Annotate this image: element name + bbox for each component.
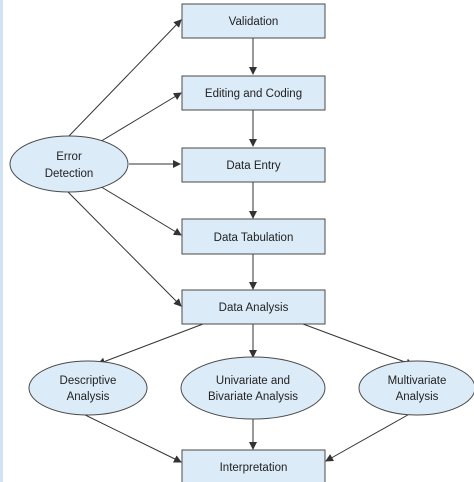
univariate-line1: Univariate and xyxy=(216,375,290,387)
data-analysis-box: Data Analysis xyxy=(181,289,326,325)
descriptive-line1: Descriptive xyxy=(60,375,117,387)
validation-box: Validation xyxy=(181,3,326,39)
arrow-descriptive-to-interpretation xyxy=(74,409,182,463)
univariate-line2: Bivariate Analysis xyxy=(208,391,298,403)
validation-label: Validation xyxy=(229,16,279,28)
data-tabulation-box: Data Tabulation xyxy=(181,218,326,255)
arrow-error-to-validation xyxy=(67,19,182,138)
descriptive-analysis-node: Descriptive Analysis xyxy=(28,360,148,416)
arrow-analysis-to-descriptive xyxy=(97,323,204,366)
interpretation-label: Interpretation xyxy=(220,462,288,474)
multivariate-line2: Analysis xyxy=(396,391,439,403)
interpretation-box: Interpretation xyxy=(181,449,326,482)
data-entry-label: Data Entry xyxy=(226,160,281,172)
arrow-error-to-analysis xyxy=(67,191,182,307)
error-detection-node: Error Detection xyxy=(9,135,129,193)
flowchart: Validation Editing and Coding Data Entry… xyxy=(9,3,474,482)
multivariate-line1: Multivariate xyxy=(388,375,447,387)
data-analysis-label: Data Analysis xyxy=(219,302,289,314)
arrow-error-to-editing xyxy=(97,92,182,144)
editing-coding-box: Editing and Coding xyxy=(181,75,326,111)
error-detection-line1: Error xyxy=(56,151,82,163)
error-detection-line2: Detection xyxy=(45,168,94,180)
univariate-bivariate-node: Univariate and Bivariate Analysis xyxy=(180,356,326,420)
multivariate-analysis-node: Multivariate Analysis xyxy=(358,360,474,416)
data-entry-box: Data Entry xyxy=(181,147,326,183)
editing-coding-label: Editing and Coding xyxy=(205,88,302,100)
arrow-multivariate-to-interpretation xyxy=(325,411,414,462)
arrow-analysis-to-multivariate xyxy=(302,323,414,367)
data-tabulation-label: Data Tabulation xyxy=(214,232,294,244)
arrow-error-to-tabulation xyxy=(97,184,182,236)
descriptive-line2: Analysis xyxy=(67,391,110,403)
